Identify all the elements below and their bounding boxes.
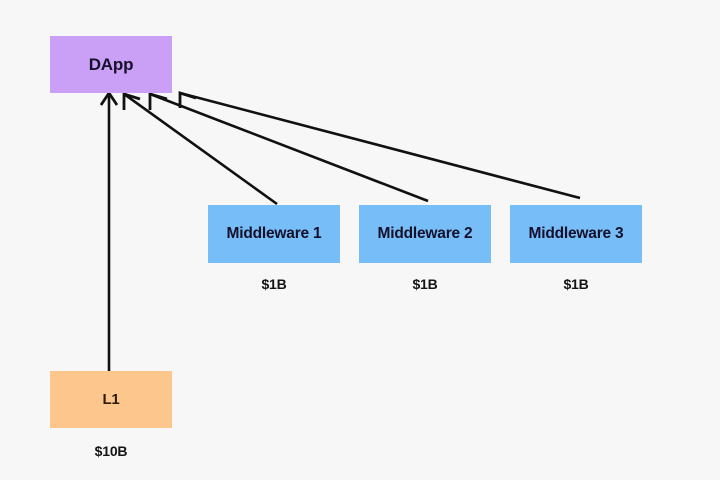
node-l1-label: L1: [102, 391, 120, 408]
node-middleware-3-label: Middleware 3: [528, 225, 624, 242]
value-middleware-3: $1B: [563, 276, 589, 292]
node-middleware-3[interactable]: Middleware 3: [510, 205, 642, 263]
arrowhead-middleware-3-icon: [178, 91, 197, 108]
node-dapp-label: DApp: [88, 54, 134, 74]
node-middleware-2-label: Middleware 2: [377, 225, 473, 242]
arrow-middleware-2-to-dapp: [149, 92, 429, 203]
node-l1[interactable]: L1: [50, 371, 172, 428]
node-dapp[interactable]: DApp: [50, 36, 172, 93]
node-middleware-2[interactable]: Middleware 2: [359, 205, 491, 263]
arrow-middleware-1-to-dapp: [123, 92, 278, 206]
value-middleware-2: $1B: [412, 276, 438, 292]
value-l1: $10B: [94, 443, 128, 459]
value-middleware-1: $1B: [261, 276, 287, 292]
arrowhead-middleware-2-icon: [148, 92, 168, 110]
arrowhead-l1-icon: [99, 90, 119, 106]
node-middleware-1[interactable]: Middleware 1: [208, 205, 340, 263]
arrow-middleware-3-to-dapp: [179, 91, 581, 200]
arrowhead-middleware-1-icon: [122, 92, 141, 110]
node-middleware-1-label: Middleware 1: [226, 225, 322, 242]
